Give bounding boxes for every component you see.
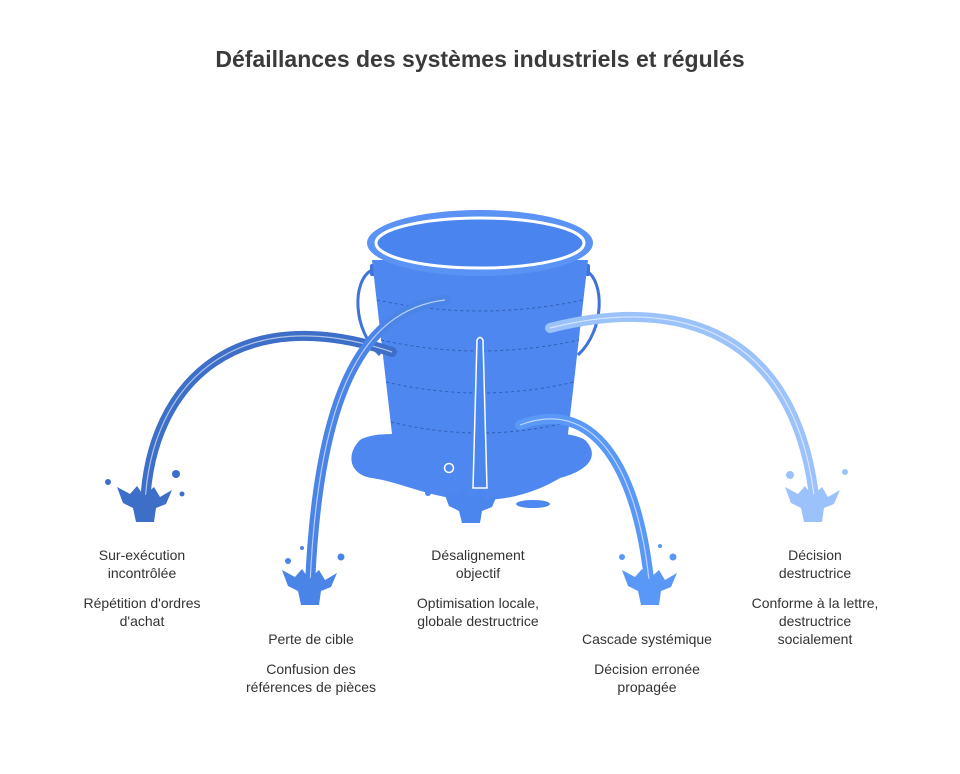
item-description: Conforme à la lettre, destructrice socia…: [751, 595, 879, 647]
leak-arc-2-highlight: [309, 299, 446, 586]
item-name: Perte de cible: [268, 631, 354, 647]
bucket-opening: [374, 216, 586, 270]
leak-arc-4-highlight: [519, 418, 651, 591]
item-description: Confusion des références de pièces: [246, 661, 376, 695]
leak-arc-5-highlight: [549, 316, 816, 506]
failure-item-1: Sur-exécution incontrôlée Répétition d'o…: [42, 546, 242, 630]
water-drop: [507, 489, 513, 495]
bucket-seams: [376, 299, 584, 434]
item-description: Répétition d'ordres d'achat: [83, 595, 201, 629]
water-drop: [425, 490, 431, 496]
item-name: Sur-exécution incontrôlée: [98, 547, 186, 581]
item-name: Cascade systémique: [582, 631, 712, 647]
splash-2: [282, 546, 345, 605]
leak-arc-1-highlight: [144, 335, 393, 506]
item-name: Décision destructrice: [778, 547, 852, 581]
item-description: Optimisation locale, globale destructric…: [416, 595, 540, 629]
bucket-handle: [576, 268, 601, 357]
failure-item-5: Décision destructrice Conforme à la lett…: [715, 546, 915, 648]
leak-arc-5: [545, 311, 820, 510]
splash-4: [619, 544, 677, 605]
item-name: Désalignement objectif: [431, 547, 525, 581]
splash-5: [785, 469, 848, 522]
failure-item-2: Perte de cible Confusion des références …: [211, 630, 411, 696]
item-description: Décision erronée propagée: [594, 661, 700, 695]
diagram-title: Défaillances des systèmes industriels et…: [215, 46, 745, 72]
failure-item-4: Cascade systémique Décision erronée prop…: [547, 630, 747, 696]
splash-1: [105, 470, 185, 522]
splash-3: [443, 489, 498, 523]
failure-item-3: Désalignement objectif Optimisation loca…: [378, 546, 578, 630]
water-jet: [472, 336, 488, 489]
water-drop: [516, 500, 550, 508]
